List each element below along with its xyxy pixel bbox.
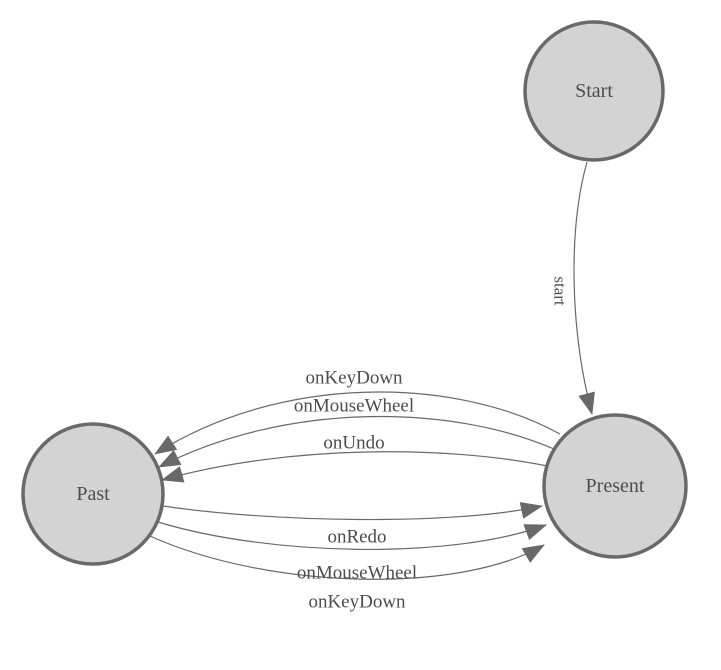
edge-present-to-past-onMouseWheel: [158, 415, 555, 468]
edge-label-start: start: [551, 276, 570, 306]
edge-label-onKeyDown-top: onKeyDown: [305, 368, 403, 389]
edge-label-onRedo: onRedo: [327, 527, 386, 548]
edge-present-to-past-onKeyDown: [154, 391, 561, 455]
edge-label-onMouseWheel-bottom: onMouseWheel: [297, 563, 417, 584]
edge-start-to-present: [573, 161, 595, 415]
node-present-circle[interactable]: [542, 413, 688, 559]
edge-label-onMouseWheel-top: onMouseWheel: [294, 396, 414, 417]
node-start-label: Start: [575, 80, 613, 102]
node-start[interactable]: Start: [523, 20, 665, 162]
edge-past-to-present-onRedo: [162, 502, 543, 521]
node-past-label: Past: [76, 483, 110, 505]
node-past[interactable]: Past: [21, 422, 165, 566]
edge-label-onUndo: onUndo: [323, 433, 384, 454]
node-start-circle[interactable]: [523, 20, 665, 162]
edge-label-onKeyDown-bottom: onKeyDown: [308, 592, 406, 613]
edge-past-to-present-onKeyDown: [149, 535, 545, 580]
node-past-circle[interactable]: [21, 422, 165, 566]
edge-present-to-past-onUndo: [161, 451, 548, 483]
node-present-label: Present: [586, 475, 645, 497]
edge-past-to-present-onMouseWheel: [157, 521, 547, 550]
node-present[interactable]: Present: [542, 413, 688, 559]
